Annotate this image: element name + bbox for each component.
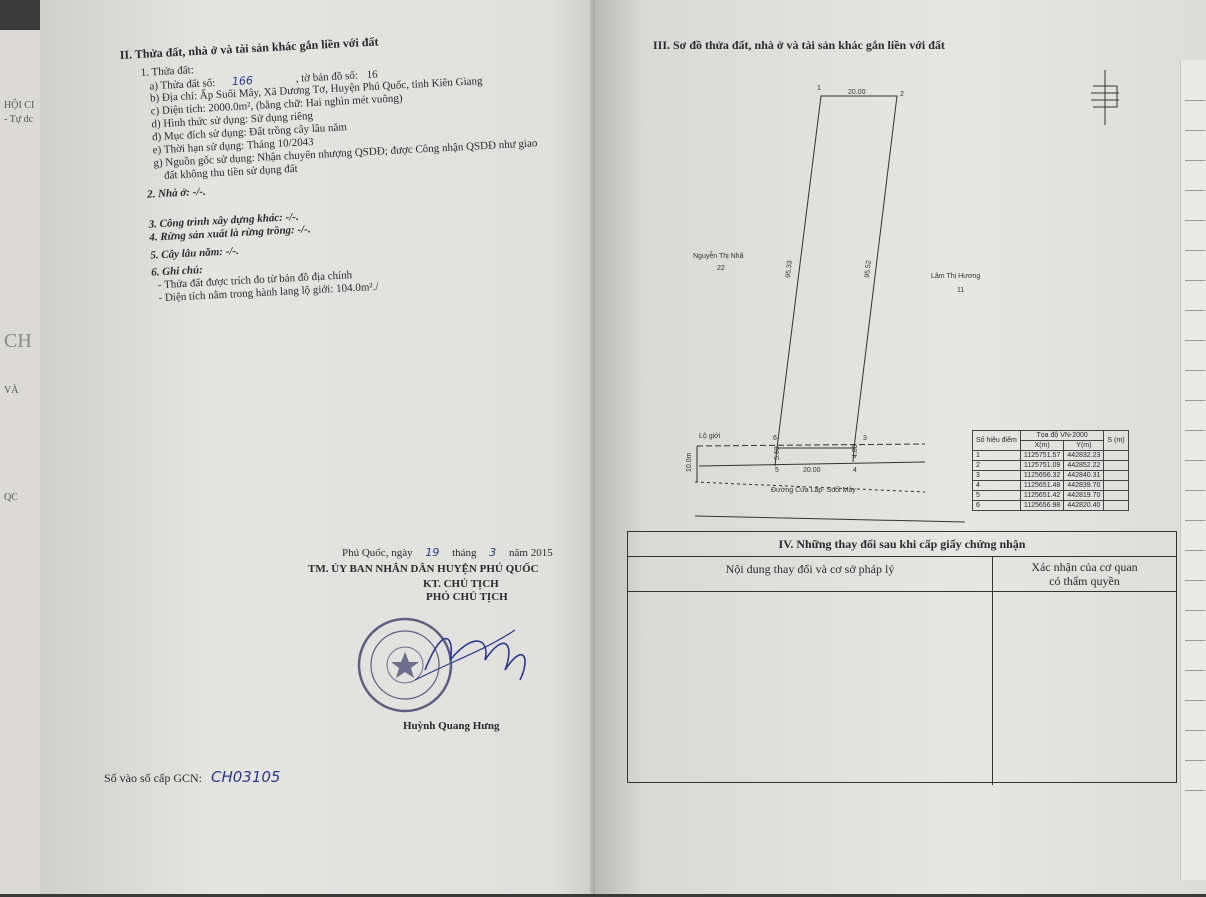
map-sheet-number: 16 xyxy=(366,68,378,82)
adjacent-page-edge xyxy=(1180,60,1206,880)
road-center-line xyxy=(694,481,926,493)
road-name-label: Đường Cửa Lấp- Suối Mây xyxy=(771,485,856,494)
register-line: Số vào sổ cấp GCN: CH03105 xyxy=(104,768,281,786)
section-2-title: II. Thửa đất, nhà ở và tài sản khác gắn … xyxy=(119,34,379,62)
road-lower-line xyxy=(694,515,966,523)
point-label: 1 xyxy=(817,85,821,92)
road-edge-line xyxy=(698,461,926,467)
date-month: 3 xyxy=(489,546,497,559)
underlying-text: VÀ xyxy=(4,385,19,396)
role-kt: KT. CHỦ TỊCH xyxy=(423,578,499,590)
side-left-label: 95.33 xyxy=(785,260,794,278)
coord-header-y: Y(m) xyxy=(1063,440,1105,451)
trees-line: 5. Cây lâu năm: -/-. xyxy=(149,245,240,262)
side-right-label: 95.52 xyxy=(864,260,873,278)
column-content-header: Nội dung thay đổi và cơ sở pháp lý xyxy=(725,562,895,576)
date-day: 19 xyxy=(425,546,440,559)
point-label: 2 xyxy=(900,91,904,98)
point-label: 4 xyxy=(853,467,857,474)
section-4-title: IV. Những thay đổi sau khi cấp giấy chứn… xyxy=(628,532,1176,557)
coord-header-point: Số hiệu điểm xyxy=(972,430,1021,451)
issue-date: Phú Quốc, ngày 19 tháng 3 năm 2015 xyxy=(342,546,553,559)
segment-right-label: 4.88 xyxy=(852,444,859,458)
coord-header: Tọa độ VN-2000 xyxy=(1019,430,1105,441)
road-boundary-label: Lộ giới xyxy=(699,433,721,440)
section-3-title: III. Sơ đồ thửa đất, nhà ở và tài sản kh… xyxy=(653,38,945,52)
neighbor-right-name: Lâm Thị Hương xyxy=(931,273,980,280)
point-label: 3 xyxy=(863,435,867,442)
underlying-text: QC xyxy=(4,492,18,503)
neighbor-left-name: Nguyễn Thị Nhã xyxy=(693,251,744,260)
left-page: II. Thửa đất, nhà ở và tài sản khác gắn … xyxy=(40,0,605,894)
underlying-text: - Tự dc xyxy=(4,114,34,125)
segment-left-label: 5.60 xyxy=(774,446,781,460)
parcel-number: 166 xyxy=(231,74,254,89)
signer-name: Huỳnh Quang Hưng xyxy=(403,720,500,732)
official-seal-and-signature xyxy=(357,617,526,713)
underlying-text: HỘI CI xyxy=(4,100,35,111)
width-bottom-label: 20.00 xyxy=(803,467,821,474)
authority-title: TM. ỦY BAN NHÂN DÂN HUYỆN PHÚ QUỐC xyxy=(308,563,539,575)
coord-header-x: X(m) xyxy=(1019,440,1065,451)
road-width-label: 10.0m xyxy=(686,452,693,472)
coordinate-table: Số hiệu điểm Tọa độ VN-2000 S (m) X(m) Y… xyxy=(972,430,1129,511)
width-top-label: 20.00 xyxy=(848,89,866,96)
point-label: 5 xyxy=(775,467,779,474)
register-number: CH03105 xyxy=(211,768,281,786)
column-confirm-header: Xác nhận của cơ quan có thẩm quyền xyxy=(992,557,1176,785)
road-boundary-line xyxy=(696,443,926,447)
neighbor-left-number: 22 xyxy=(717,265,725,272)
parcel-diagram: 20.00 1 2 3 4 5 6 20.00 95.33 95.52 5.60… xyxy=(686,70,1119,523)
role-title: PHÓ CHỦ TỊCH xyxy=(426,591,508,603)
house-line: 2. Nhà ở: -/-. xyxy=(146,185,207,201)
changes-table: IV. Những thay đổi sau khi cấp giấy chứn… xyxy=(627,531,1177,785)
underlying-text: CH xyxy=(4,330,32,352)
coord-header-s: S (m) xyxy=(1103,430,1129,451)
neighbor-right-number: 11 xyxy=(957,287,964,294)
point-label: 6 xyxy=(773,435,777,442)
parcel-outline xyxy=(776,95,898,449)
